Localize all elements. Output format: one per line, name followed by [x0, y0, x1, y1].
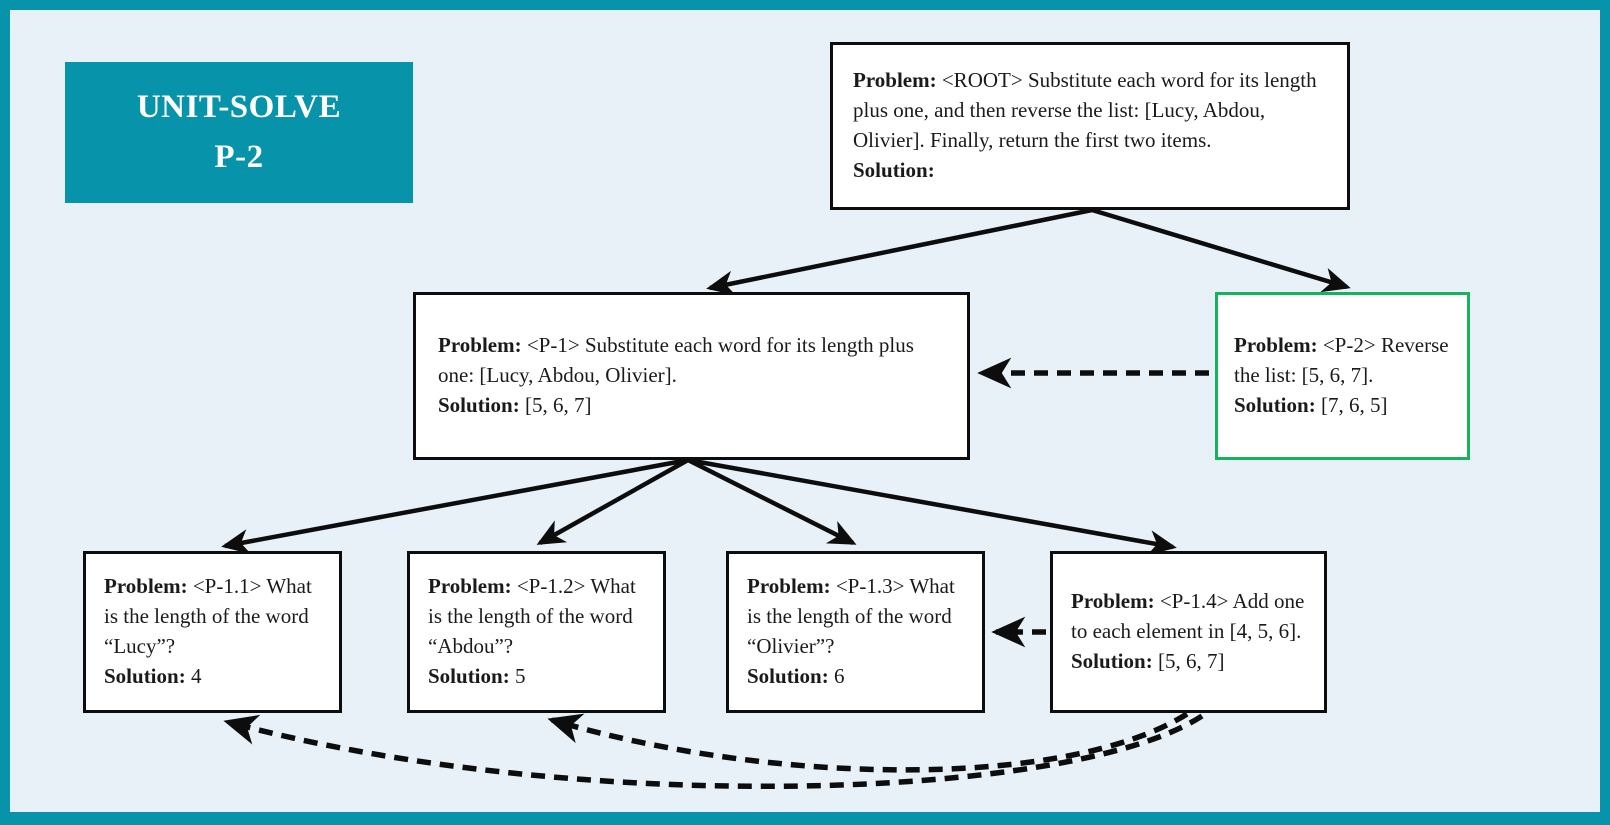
problem-text: <P-1.3> What is the length of the word “… [747, 574, 955, 658]
problem-label: Problem: [1071, 589, 1155, 614]
problem-text: <P-1.4> Add one to each element in [4, 5… [1071, 589, 1305, 644]
node-p13-text: Problem: <P-1.3> What is the length of t… [729, 562, 982, 701]
solution-text: [5, 6, 7] [524, 392, 592, 417]
solution-label: Solution: [1071, 648, 1153, 673]
solution-label: Solution: [747, 663, 829, 688]
problem-label: Problem: [428, 574, 512, 599]
node-p1: Problem: <P-1> Substitute each word for … [413, 292, 970, 460]
edge-p1-to-p12 [536, 458, 690, 545]
node-p2-text: Problem: <P-2> Reverse the list: [5, 6, … [1218, 321, 1467, 430]
edge-p14-to-p12 [547, 711, 1189, 773]
node-root: Problem: <ROOT> Substitute each word for… [830, 42, 1350, 210]
edge-root-to-p2 [1091, 207, 1351, 293]
problem-label: Problem: [747, 574, 831, 599]
node-p14-text: Problem: <P-1.4> Add one to each element… [1053, 577, 1324, 686]
solution-text: 4 [190, 663, 202, 688]
node-p14: Problem: <P-1.4> Add one to each element… [1050, 551, 1327, 713]
node-root-text: Problem: <ROOT> Substitute each word for… [833, 56, 1347, 195]
edge-p14-to-p11 [223, 713, 1204, 790]
solution-label: Solution: [438, 392, 520, 417]
solution-label: Solution: [428, 663, 510, 688]
title-line-1: UNIT-SOLVE [136, 89, 342, 125]
node-p1-text: Problem: <P-1> Substitute each word for … [416, 321, 967, 430]
edge-p1-to-p11 [221, 457, 689, 554]
solution-text: 6 [833, 663, 845, 688]
edge-p1-to-p13 [686, 457, 857, 546]
problem-text: <P-1.2> What is the length of the word “… [428, 574, 636, 658]
problem-label: Problem: [853, 68, 937, 93]
solution-label: Solution: [853, 157, 935, 182]
title-badge: UNIT-SOLVE P-2 [65, 62, 413, 203]
node-p2-highlighted: Problem: <P-2> Reverse the list: [5, 6, … [1215, 292, 1470, 460]
title-line-2: P-2 [214, 138, 264, 175]
problem-label: Problem: [104, 574, 188, 599]
problem-label: Problem: [1234, 333, 1318, 358]
solution-label: Solution: [104, 663, 186, 688]
node-p11: Problem: <P-1.1> What is the length of t… [83, 551, 342, 713]
solution-text: [5, 6, 7] [1157, 648, 1225, 673]
problem-text: <P-1.1> What is the length of the word “… [104, 574, 312, 658]
problem-text: <ROOT> Substitute each word for its leng… [853, 68, 1317, 152]
problem-text: <P-2> Reverse the list: [5, 6, 7]. [1234, 333, 1449, 388]
edge-root-to-p1 [706, 207, 1093, 296]
solution-label: Solution: [1234, 392, 1316, 417]
node-p11-text: Problem: <P-1.1> What is the length of t… [86, 562, 339, 701]
solution-text: [7, 6, 5] [1320, 392, 1388, 417]
node-p12-text: Problem: <P-1.2> What is the length of t… [410, 562, 663, 701]
edge-p1-to-p14 [687, 457, 1177, 556]
node-p13: Problem: <P-1.3> What is the length of t… [726, 551, 985, 713]
problem-text: <P-1> Substitute each word for its lengt… [438, 333, 914, 388]
node-p12: Problem: <P-1.2> What is the length of t… [407, 551, 666, 713]
diagram-background: UNIT-SOLVE P-2 Probl [10, 10, 1600, 812]
problem-label: Problem: [438, 333, 522, 358]
solution-text: 5 [514, 663, 526, 688]
